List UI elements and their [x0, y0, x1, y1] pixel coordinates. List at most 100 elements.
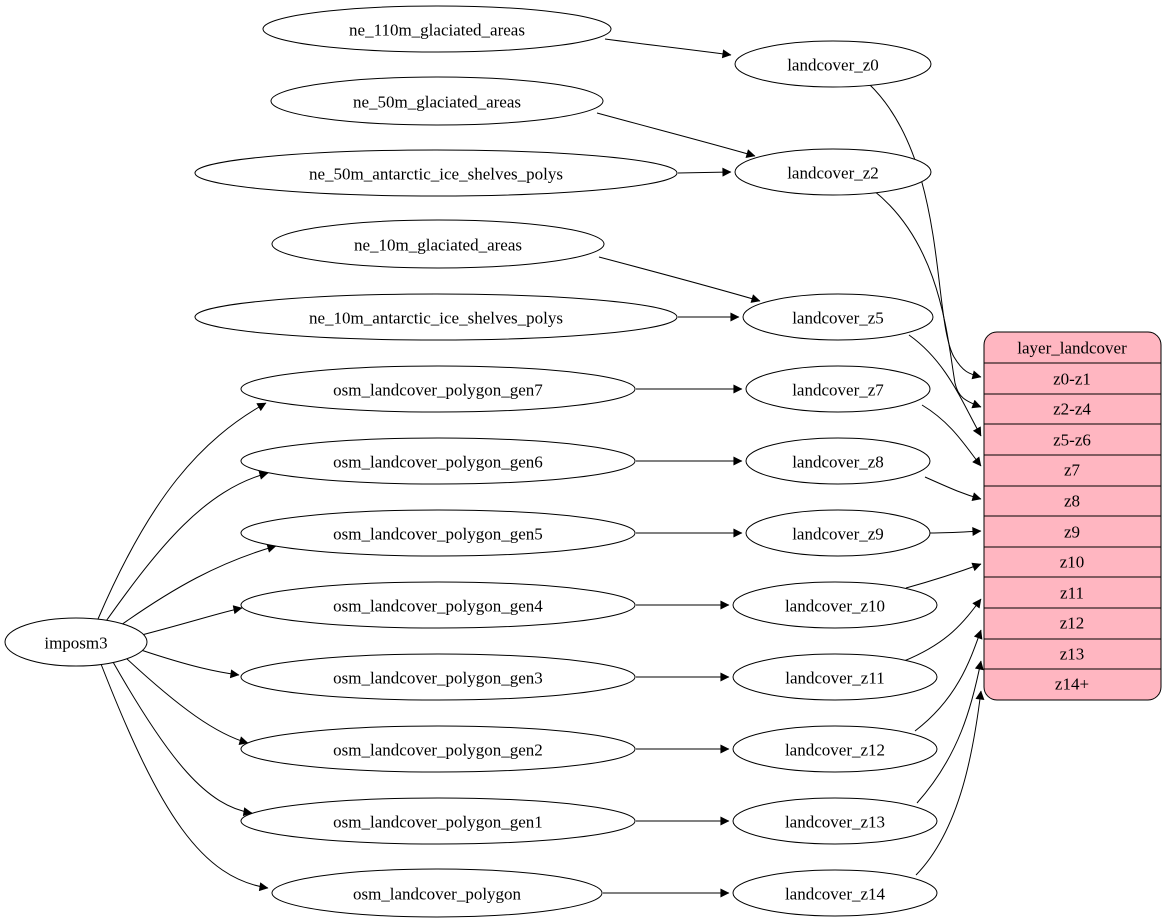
table-title: layer_landcover: [1017, 339, 1127, 358]
node-label: landcover_z10: [785, 597, 885, 616]
edge-z14-to-row-z14plus: [915, 690, 985, 876]
table-row-z2-z4: z2-z4: [1053, 400, 1091, 419]
edge-z2-to-row-z2-z4: [872, 189, 982, 409]
edge-z12-to-row-z12: [914, 629, 983, 732]
node-landcover-z0: landcover_z0: [734, 40, 932, 88]
table-row-z10: z10: [1060, 553, 1085, 572]
node-landcover-z9: landcover_z9: [745, 509, 931, 557]
node-osm-landcover-polygon: osm_landcover_polygon: [271, 868, 603, 918]
node-shape: [262, 5, 612, 53]
node-label: osm_landcover_polygon_gen7: [333, 381, 543, 400]
node-label: landcover_z2: [787, 164, 879, 183]
table-row-z7: z7: [1064, 461, 1081, 480]
table-row-z5-z6: z5-z6: [1053, 431, 1091, 450]
edge-z5-to-row-z5-z6: [908, 334, 982, 437]
node-landcover-z14: landcover_z14: [732, 869, 938, 917]
node-label: landcover_z5: [792, 309, 884, 328]
node-osm-landcover-polygon-gen2: osm_landcover_polygon_gen2: [240, 725, 636, 773]
edge-group: [97, 38, 985, 898]
node-shape: [240, 581, 636, 629]
node-osm-landcover-polygon-gen1: osm_landcover_polygon_gen1: [240, 797, 636, 845]
edge-ne50m-antarctic-to-z2: [677, 167, 732, 177]
node-ne-10m-glaciated-areas: ne_10m_glaciated_areas: [271, 219, 605, 269]
node-shape: [194, 293, 678, 341]
node-label: landcover_z8: [792, 453, 884, 472]
table-row-z12: z12: [1060, 614, 1085, 633]
node-shape: [745, 437, 931, 485]
node-osm-landcover-polygon-gen5: osm_landcover_polygon_gen5: [240, 509, 636, 557]
table-row-z8: z8: [1064, 492, 1080, 511]
node-shape: [240, 509, 636, 557]
node-label: landcover_z7: [792, 381, 884, 400]
node-shape: [732, 869, 938, 917]
node-label: osm_landcover_polygon: [353, 885, 522, 904]
node-shape: [732, 581, 938, 629]
node-shape: [745, 365, 931, 413]
node-label: landcover_z13: [785, 813, 885, 832]
node-shape: [240, 653, 636, 701]
edge-ne50m-glaciated-to-z2: [596, 112, 756, 158]
node-label: osm_landcover_polygon_gen4: [333, 597, 543, 616]
table-row-z13: z13: [1060, 645, 1085, 664]
node-landcover-z13: landcover_z13: [732, 797, 938, 845]
edge-imposm3-to-gen5: [113, 544, 277, 631]
node-landcover-z8: landcover_z8: [745, 437, 931, 485]
node-label: ne_50m_glaciated_areas: [353, 93, 521, 112]
table-row-z0-z1: z0-z1: [1053, 370, 1091, 389]
node-landcover-z5: landcover_z5: [742, 293, 934, 341]
node-label: landcover_z11: [785, 669, 884, 688]
edge-imposm3-to-gen2: [126, 658, 249, 746]
node-imposm3-label: imposm3: [44, 634, 107, 653]
edge-ne110m-to-z0: [604, 38, 732, 59]
node-landcover-z7: landcover_z7: [745, 365, 931, 413]
node-label: osm_landcover_polygon_gen2: [333, 741, 543, 760]
node-label: landcover_z0: [787, 56, 879, 75]
edge-imposm3-to-gen3: [140, 649, 240, 679]
node-label: landcover_z9: [792, 525, 884, 544]
node-ne-110m-glaciated-areas: ne_110m_glaciated_areas: [262, 5, 612, 53]
node-label: osm_landcover_polygon_gen3: [333, 669, 543, 688]
node-shape: [240, 725, 636, 773]
node-shape: [240, 437, 636, 485]
edge-imposm3-to-gen1: [112, 661, 253, 817]
edge-imposm3-to-polygon: [100, 663, 269, 892]
node-shape: [270, 76, 604, 126]
node-shape: [745, 509, 931, 557]
node-shape: [732, 797, 938, 845]
node-label: ne_110m_glaciated_areas: [349, 21, 525, 40]
edge-z13-to-row-z13: [916, 660, 984, 804]
node-label: landcover_z14: [785, 885, 886, 904]
edge-z10-to-row-z10: [905, 562, 982, 589]
node-label: ne_10m_antarctic_ice_shelves_polys: [309, 309, 563, 328]
node-shape: [271, 868, 603, 918]
node-label: ne_10m_glaciated_areas: [354, 236, 522, 255]
node-label: landcover_z12: [785, 741, 885, 760]
node-osm-landcover-polygon-gen6: osm_landcover_polygon_gen6: [240, 437, 636, 485]
node-ne-50m-antarctic-ice-shelves-polys: ne_50m_antarctic_ice_shelves_polys: [194, 149, 678, 197]
node-ne-50m-glaciated-areas: ne_50m_glaciated_areas: [270, 76, 604, 126]
node-shape: [734, 40, 932, 88]
node-landcover-z11: landcover_z11: [732, 653, 938, 701]
node-label: osm_landcover_polygon_gen1: [333, 813, 543, 832]
node-shape: [271, 219, 605, 269]
node-osm-landcover-polygon-gen4: osm_landcover_polygon_gen4: [240, 581, 636, 629]
table-row-z9: z9: [1064, 523, 1080, 542]
edge-ne10m-glaciated-to-z5: [598, 256, 761, 303]
table-row-z11: z11: [1060, 584, 1084, 603]
node-imposm3: imposm3: [4, 617, 148, 667]
node-label: osm_landcover_polygon_gen6: [333, 453, 543, 472]
edge-z11-to-row-z11: [903, 598, 982, 662]
edge-imposm3-to-gen6: [103, 470, 269, 625]
node-shape: [240, 797, 636, 845]
edge-imposm3-to-gen4: [133, 605, 243, 638]
node-label: ne_50m_antarctic_ice_shelves_polys: [309, 165, 563, 184]
node-landcover-z10: landcover_z10: [732, 581, 938, 629]
node-label: osm_landcover_polygon_gen5: [333, 525, 543, 544]
node-shape: [734, 148, 932, 196]
edge-z7-to-row-z7: [921, 404, 982, 467]
node-osm-landcover-polygon-gen3: osm_landcover_polygon_gen3: [240, 653, 636, 701]
node-ne-10m-antarctic-ice-shelves-polys: ne_10m_antarctic_ice_shelves_polys: [194, 293, 678, 341]
node-landcover-z12: landcover_z12: [732, 725, 938, 773]
